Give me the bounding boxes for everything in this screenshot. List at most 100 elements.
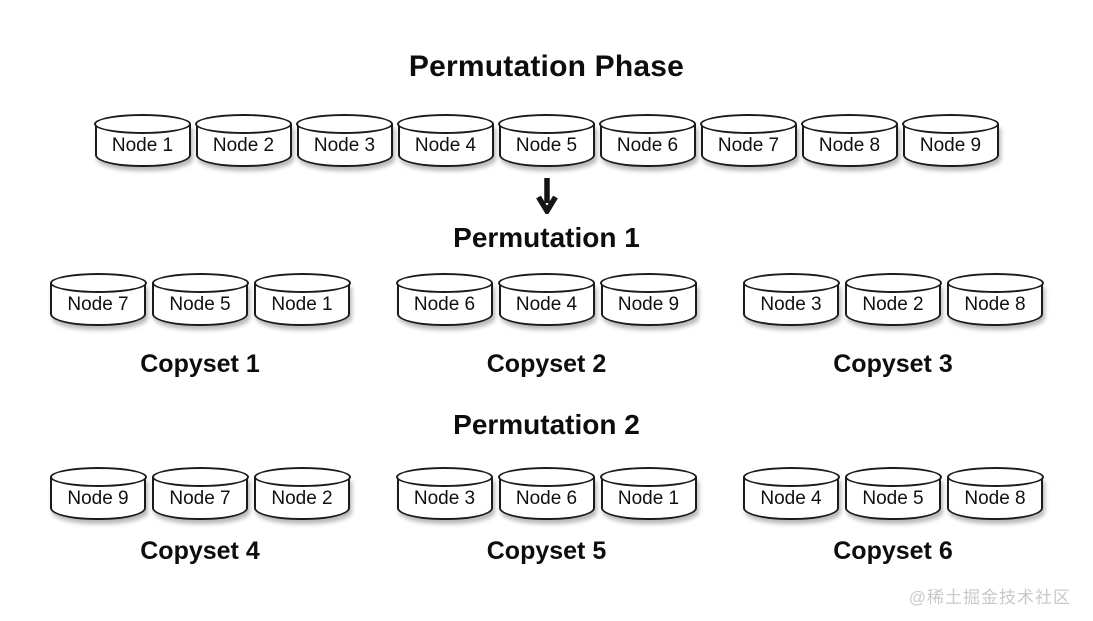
copyset-label: Copyset 1 bbox=[140, 350, 260, 378]
copyset-group: Node 9 Node 7 Node 2 Copyset 4 bbox=[49, 466, 351, 566]
node-label: Node 6 bbox=[515, 488, 578, 509]
node-cylinder: Node 3 bbox=[296, 114, 393, 167]
node-cylinder: Node 2 bbox=[195, 114, 292, 167]
copyset-group: Node 3 Node 2 Node 8 Copyset 3 bbox=[742, 272, 1044, 379]
node-label: Node 7 bbox=[169, 488, 231, 509]
permutation-1-title: Permutation 1 bbox=[453, 222, 640, 253]
node-cylinder: Node 1 bbox=[253, 273, 351, 326]
cylinder-top-icon bbox=[396, 467, 493, 487]
copyset-label: Copyset 6 bbox=[833, 537, 953, 565]
cylinder-top-icon bbox=[742, 273, 840, 293]
node-cylinder: Node 9 bbox=[600, 273, 697, 326]
cylinder-top-icon bbox=[844, 467, 942, 487]
node-label: Node 4 bbox=[760, 488, 822, 509]
node-label: Node 9 bbox=[67, 488, 129, 509]
cylinder-top-icon bbox=[94, 114, 191, 134]
node-cylinder: Node 9 bbox=[902, 114, 999, 167]
copyset-group: Node 6 Node 4 Node 9 Copyset 2 bbox=[396, 272, 697, 379]
cylinder-top-icon bbox=[946, 273, 1044, 293]
node-cylinder: Node 7 bbox=[700, 114, 797, 167]
node-label: Node 2 bbox=[271, 488, 333, 509]
node-cylinder: Node 6 bbox=[599, 114, 696, 167]
cylinder-top-icon bbox=[296, 114, 393, 134]
copyset-node-row: Node 9 Node 7 Node 2 bbox=[49, 466, 351, 520]
node-label: Node 9 bbox=[617, 294, 680, 315]
cylinder-top-icon bbox=[599, 114, 696, 134]
copyset-node-row: Node 3 Node 2 Node 8 bbox=[742, 272, 1044, 326]
down-arrow-icon bbox=[0, 176, 1093, 214]
permutation-2-copysets: Node 9 Node 7 Node 2 Copyset 4 Node 3 No… bbox=[0, 466, 1093, 566]
watermark-text: @稀土掘金技术社区 bbox=[908, 588, 1071, 607]
phase-node-row: Node 1 Node 2 Node 3 Node 4 Node 5 Node … bbox=[0, 113, 1093, 167]
node-label: Node 5 bbox=[862, 488, 924, 509]
node-cylinder: Node 3 bbox=[742, 273, 840, 326]
permutation-2-title: Permutation 2 bbox=[453, 409, 640, 440]
node-cylinder: Node 8 bbox=[946, 467, 1044, 520]
copyset-label: Copyset 5 bbox=[486, 537, 607, 565]
node-label: Node 7 bbox=[67, 294, 129, 315]
cylinder-top-icon bbox=[498, 273, 595, 293]
node-cylinder: Node 7 bbox=[49, 273, 147, 326]
copyset-node-row: Node 3 Node 6 Node 1 bbox=[396, 466, 697, 520]
node-label: Node 3 bbox=[313, 135, 376, 156]
node-cylinder: Node 4 bbox=[397, 114, 494, 167]
node-cylinder: Node 2 bbox=[253, 467, 351, 520]
cylinder-top-icon bbox=[397, 114, 494, 134]
node-cylinder: Node 5 bbox=[844, 467, 942, 520]
node-cylinder: Node 4 bbox=[498, 273, 595, 326]
node-label: Node 9 bbox=[919, 135, 982, 156]
cylinder-top-icon bbox=[902, 114, 999, 134]
node-cylinder: Node 5 bbox=[151, 273, 249, 326]
node-label: Node 4 bbox=[515, 294, 578, 315]
copyset-label: Copyset 2 bbox=[486, 350, 607, 378]
node-label: Node 2 bbox=[862, 294, 924, 315]
node-label: Node 7 bbox=[717, 135, 780, 156]
node-label: Node 3 bbox=[760, 294, 822, 315]
node-label: Node 1 bbox=[271, 294, 333, 315]
copyset-node-row: Node 7 Node 5 Node 1 bbox=[49, 272, 351, 326]
cylinder-top-icon bbox=[195, 114, 292, 134]
copyset-node-row: Node 6 Node 4 Node 9 bbox=[396, 272, 697, 326]
cylinder-top-icon bbox=[498, 467, 595, 487]
copyset-group: Node 3 Node 6 Node 1 Copyset 5 bbox=[396, 466, 697, 566]
node-cylinder: Node 1 bbox=[94, 114, 191, 167]
permutation-1-copysets: Node 7 Node 5 Node 1 Copyset 1 Node 6 No… bbox=[0, 272, 1093, 379]
node-cylinder: Node 5 bbox=[498, 114, 595, 167]
node-cylinder: Node 6 bbox=[498, 467, 595, 520]
copyset-node-row: Node 4 Node 5 Node 8 bbox=[742, 466, 1044, 520]
cylinder-top-icon bbox=[600, 467, 697, 487]
node-cylinder: Node 2 bbox=[844, 273, 942, 326]
cylinder-top-icon bbox=[600, 273, 697, 293]
cylinder-top-icon bbox=[253, 273, 351, 293]
cylinder-top-icon bbox=[151, 273, 249, 293]
node-cylinder: Node 6 bbox=[396, 273, 493, 326]
cylinder-top-icon bbox=[396, 273, 493, 293]
node-cylinder: Node 1 bbox=[600, 467, 697, 520]
node-label: Node 8 bbox=[964, 294, 1026, 315]
cylinder-top-icon bbox=[151, 467, 249, 487]
cylinder-top-icon bbox=[742, 467, 840, 487]
node-label: Node 1 bbox=[111, 135, 174, 156]
cylinder-top-icon bbox=[700, 114, 797, 134]
cylinder-top-icon bbox=[946, 467, 1044, 487]
node-cylinder: Node 3 bbox=[396, 467, 493, 520]
page-title: Permutation Phase bbox=[408, 50, 685, 83]
cylinder-top-icon bbox=[49, 467, 147, 487]
cylinder-top-icon bbox=[253, 467, 351, 487]
node-cylinder: Node 7 bbox=[151, 467, 249, 520]
node-cylinder: Node 8 bbox=[946, 273, 1044, 326]
node-label: Node 6 bbox=[616, 135, 679, 156]
copyset-label: Copyset 4 bbox=[140, 537, 260, 565]
cylinder-top-icon bbox=[844, 273, 942, 293]
node-label: Node 5 bbox=[169, 294, 231, 315]
node-cylinder: Node 8 bbox=[801, 114, 898, 167]
node-cylinder: Node 9 bbox=[49, 467, 147, 520]
node-label: Node 8 bbox=[964, 488, 1026, 509]
copyset-group: Node 7 Node 5 Node 1 Copyset 1 bbox=[49, 272, 351, 379]
node-label: Node 5 bbox=[515, 135, 578, 156]
node-label: Node 4 bbox=[414, 135, 477, 156]
copyset-group: Node 4 Node 5 Node 8 Copyset 6 bbox=[742, 466, 1044, 566]
node-label: Node 1 bbox=[617, 488, 680, 509]
node-label: Node 3 bbox=[413, 488, 476, 509]
